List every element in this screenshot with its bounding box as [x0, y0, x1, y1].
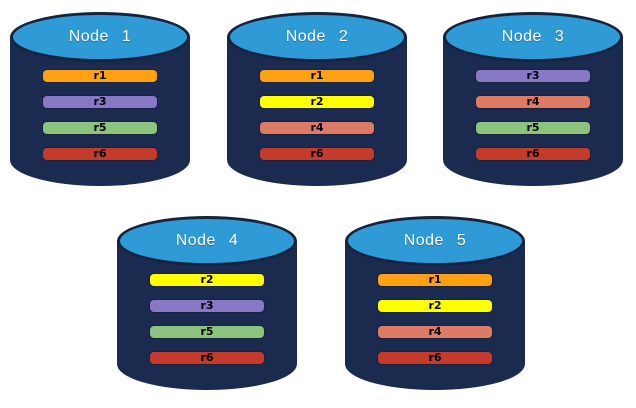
replica-bar-list: r3 r4 r5 r6	[475, 69, 591, 173]
node-cylinder-3: Node 3 r3 r4 r5 r6	[443, 12, 623, 186]
replica-bar: r6	[42, 147, 158, 161]
replica-bar: r5	[475, 121, 591, 135]
replica-bar: r1	[377, 273, 493, 287]
node-title: Node 2	[285, 28, 349, 45]
replica-bar-list: r2 r3 r5 r6	[149, 273, 265, 377]
replica-bar: r4	[377, 325, 493, 339]
cylinder-top: Node 2	[227, 12, 407, 62]
replica-bar: r2	[259, 95, 375, 109]
replica-bar: r5	[42, 121, 158, 135]
node-title: Node 1	[68, 28, 132, 45]
node-title: Node 4	[175, 232, 239, 249]
node-cylinder-4: Node 4 r2 r3 r5 r6	[117, 216, 297, 390]
replica-bar: r6	[377, 351, 493, 365]
cylinder-top: Node 5	[345, 216, 525, 266]
cylinder-top: Node 4	[117, 216, 297, 266]
replica-bar: r3	[475, 69, 591, 83]
replica-bar: r3	[42, 95, 158, 109]
replica-bar-list: r1 r2 r4 r6	[377, 273, 493, 377]
replica-bar-list: r1 r2 r4 r6	[259, 69, 375, 173]
replica-bar-list: r1 r3 r5 r6	[42, 69, 158, 173]
replica-bar: r2	[377, 299, 493, 313]
replica-bar: r4	[475, 95, 591, 109]
replica-bar: r5	[149, 325, 265, 339]
node-cylinder-2: Node 2 r1 r2 r4 r6	[227, 12, 407, 186]
node-title: Node 3	[501, 28, 565, 45]
node-cylinder-1: Node 1 r1 r3 r5 r6	[10, 12, 190, 186]
replica-bar: r2	[149, 273, 265, 287]
node-title: Node 5	[403, 232, 467, 249]
node-cylinder-5: Node 5 r1 r2 r4 r6	[345, 216, 525, 390]
cylinder-top: Node 1	[10, 12, 190, 62]
replica-bar: r6	[475, 147, 591, 161]
replica-bar: r1	[259, 69, 375, 83]
replica-bar: r6	[149, 351, 265, 365]
cylinder-top: Node 3	[443, 12, 623, 62]
replica-bar: r6	[259, 147, 375, 161]
replica-bar: r4	[259, 121, 375, 135]
replica-bar: r1	[42, 69, 158, 83]
replica-bar: r3	[149, 299, 265, 313]
